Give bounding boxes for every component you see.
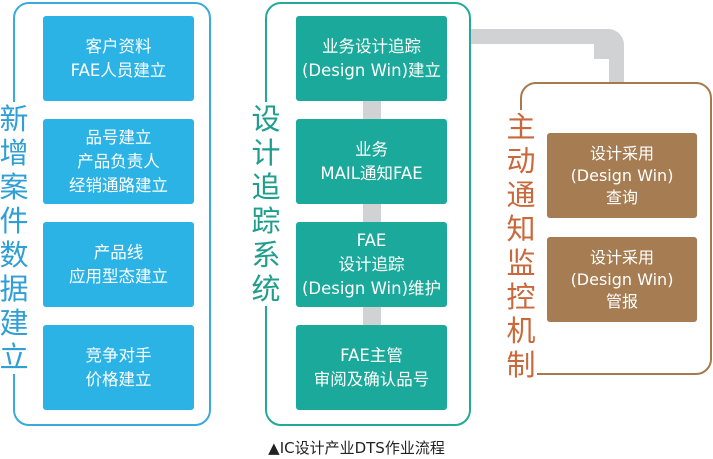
title-char: 新	[0, 102, 29, 136]
step-line: 审阅及确认品号	[313, 369, 430, 389]
connector-vertical	[363, 306, 381, 326]
step-design-win-report: 设计采用 (Design Win) 管报	[547, 237, 697, 322]
step-line: 管报	[605, 291, 638, 311]
step-design-win-create: 业务设计追踪 (Design Win)建立	[296, 16, 447, 101]
step-line: 竞争对手	[85, 345, 152, 365]
step-fae-manager-review: FAE主管 审阅及确认品号	[296, 325, 447, 410]
step-line: 产品负责人	[77, 151, 160, 171]
title-char: 立	[0, 340, 29, 374]
title-char: 动	[506, 144, 536, 178]
title-char: 机	[506, 314, 536, 348]
step-line: 价格建立	[85, 369, 152, 389]
step-line: (Design Win)维护	[301, 278, 442, 298]
title-char: 系	[251, 238, 281, 272]
title-char: 案	[0, 170, 29, 204]
title-char: 控	[506, 280, 536, 314]
tracking-system-group-title: 设 计 追 踪 系 统	[250, 102, 282, 306]
title-char: 制	[506, 348, 536, 382]
step-line: 客户资料	[85, 36, 152, 56]
step-line: (Design Win)	[570, 165, 674, 185]
connector-vertical	[609, 44, 624, 83]
step-line: 设计采用	[589, 247, 654, 267]
step-line: 业务	[355, 139, 388, 159]
step-part-number: 品号建立 产品负责人 经销通路建立	[43, 119, 194, 204]
title-char: 据	[0, 272, 29, 306]
title-char: 增	[0, 136, 29, 170]
connector-vertical	[363, 100, 381, 120]
title-char: 建	[0, 306, 29, 340]
title-char: 知	[506, 212, 536, 246]
figure-caption: ▲IC设计产业DTS作业流程	[268, 439, 445, 457]
step-line: 查询	[605, 187, 638, 207]
step-line: 产品线	[93, 242, 144, 262]
step-mail-notify-fae: 业务 MAIL通知FAE	[296, 119, 447, 204]
step-line: 设计追踪	[338, 254, 405, 274]
title-char: 主	[506, 110, 536, 144]
connector-vertical	[363, 203, 381, 223]
step-design-win-query: 设计采用 (Design Win) 查询	[547, 133, 697, 218]
title-char: 监	[506, 246, 536, 280]
title-char: 通	[506, 178, 536, 212]
connector-horizontal	[471, 29, 609, 44]
step-line: 设计采用	[589, 143, 654, 163]
step-line: FAE人员建立	[70, 60, 167, 80]
title-char: 追	[251, 170, 281, 204]
step-fae-maintain: FAE 设计追踪 (Design Win)维护	[296, 222, 447, 307]
step-line: 品号建立	[85, 127, 152, 147]
step-line: 应用型态建立	[69, 266, 168, 286]
monitoring-group-frame	[520, 82, 712, 375]
step-competitor-price: 竞争对手 价格建立	[43, 325, 194, 410]
step-product-line: 产品线 应用型态建立	[43, 222, 194, 307]
step-line: MAIL通知FAE	[320, 163, 423, 183]
step-line: FAE主管	[340, 345, 403, 365]
title-char: 件	[0, 204, 29, 238]
title-char: 踪	[251, 204, 281, 238]
step-customer-data: 客户资料 FAE人员建立	[43, 16, 194, 101]
title-char: 设	[251, 102, 281, 136]
step-line: (Design Win)	[570, 269, 674, 289]
title-char: 计	[251, 136, 281, 170]
step-line: 经销通路建立	[69, 175, 168, 195]
data-entry-group-title: 新 增 案 件 数 据 建 立	[0, 102, 29, 374]
title-char: 数	[0, 238, 29, 272]
step-line: (Design Win)建立	[301, 60, 442, 80]
step-line: FAE	[356, 230, 387, 250]
monitoring-group-title: 主 动 通 知 监 控 机 制	[505, 110, 537, 382]
step-line: 业务设计追踪	[322, 36, 421, 56]
title-char: 统	[251, 272, 281, 306]
